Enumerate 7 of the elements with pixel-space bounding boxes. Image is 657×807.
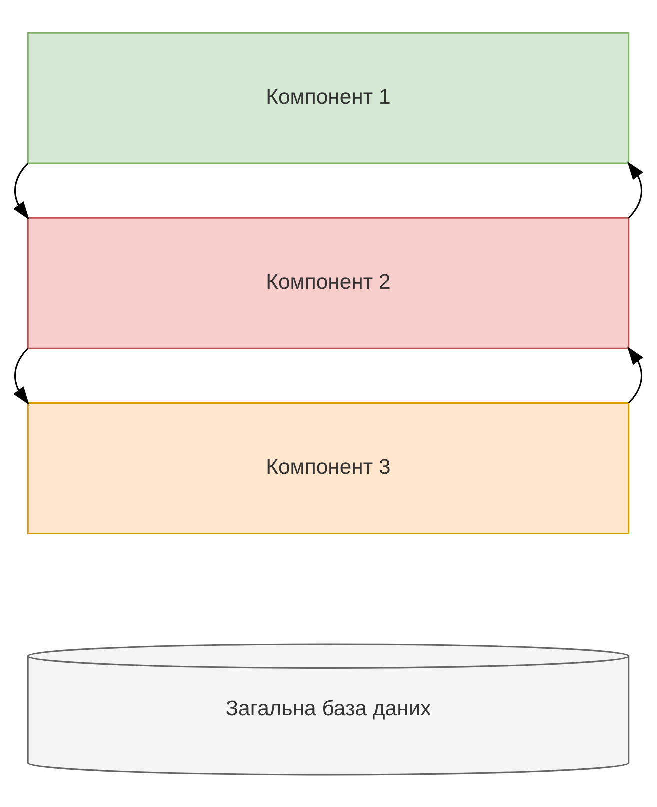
node-box: Компонент 3: [27, 402, 630, 534]
node-box: Компонент 1: [27, 32, 630, 164]
node-box: Компонент 2: [27, 216, 630, 349]
arrow: [628, 346, 644, 404]
arrow: [628, 161, 644, 218]
arrow: [14, 162, 30, 220]
arrow: [14, 348, 30, 405]
